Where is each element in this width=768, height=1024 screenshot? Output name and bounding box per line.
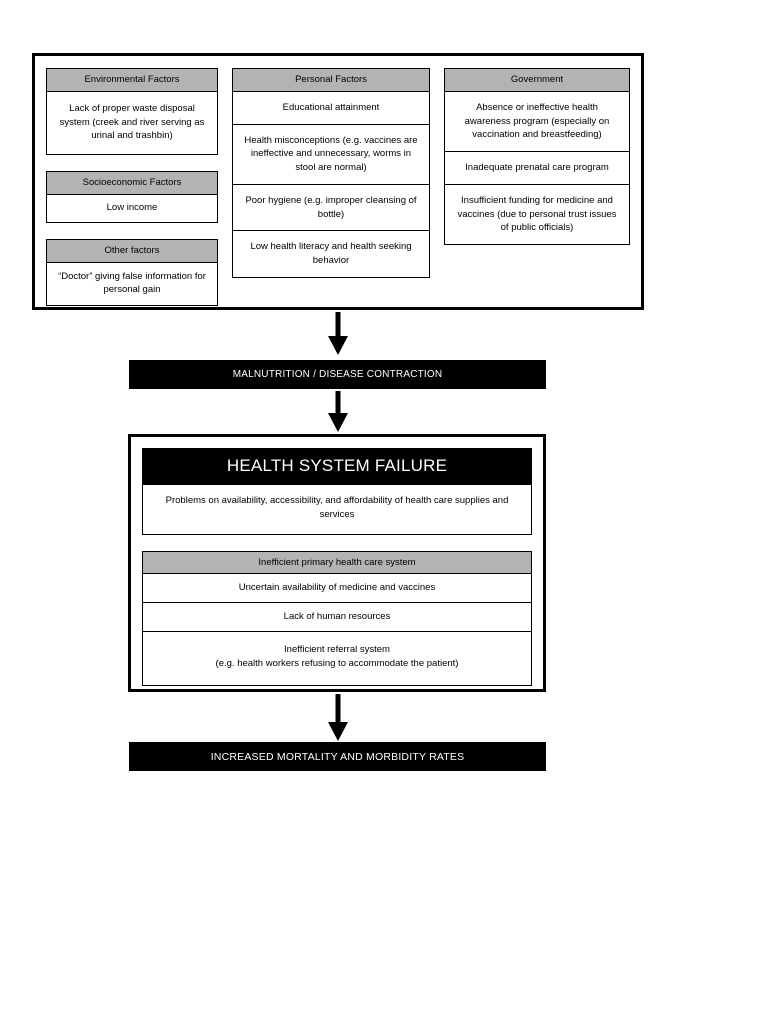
malnutrition-banner-label: MALNUTRITION / DISEASE CONTRACTION xyxy=(232,369,443,380)
arrow-malnutrition-to-health-system-icon xyxy=(325,391,351,433)
causes-container: Environmental Factors Lack of proper was… xyxy=(32,53,644,310)
hsf-item-inefficient-referral-system: Inefficient referral system (e.g. health… xyxy=(142,632,532,686)
group-header-other-factors: Other factors xyxy=(46,238,218,263)
group-header-environmental-factors: Environmental Factors xyxy=(46,68,218,92)
causes-column-left: Environmental Factors Lack of proper was… xyxy=(46,68,218,307)
causes-column-right: Government Absence or ineffective health… xyxy=(444,68,630,295)
cause-item-health-awareness-program: Absence or ineffective health awareness … xyxy=(444,91,630,153)
mortality-banner: INCREASED MORTALITY AND MORBIDITY RATES xyxy=(129,742,546,771)
hsf-item-uncertain-availability: Uncertain availability of medicine and v… xyxy=(142,573,532,603)
cause-group-other-factors: Other factors “Doctor” giving false info… xyxy=(46,238,218,307)
cause-group-personal-factors: Personal Factors Educational attainment … xyxy=(232,68,430,278)
causes-columns: Environmental Factors Lack of proper was… xyxy=(46,68,630,307)
cause-group-socioeconomic-factors: Socioeconomic Factors Low income xyxy=(46,171,218,223)
cause-group-government: Government Absence or ineffective health… xyxy=(444,68,630,246)
health-system-failure-title: HEALTH SYSTEM FAILURE xyxy=(142,448,532,485)
arrow-health-system-to-mortality-icon xyxy=(325,694,351,742)
cause-item-low-health-literacy: Low health literacy and health seeking b… xyxy=(232,231,430,278)
cause-item-educational-attainment: Educational attainment xyxy=(232,91,430,125)
group-header-socioeconomic-factors: Socioeconomic Factors xyxy=(46,171,218,196)
health-system-failure-container: HEALTH SYSTEM FAILURE Problems on availa… xyxy=(128,434,546,692)
primary-health-care-group: Inefficient primary health care system U… xyxy=(142,550,532,686)
cause-item-doctor-false-information: “Doctor” giving false information for pe… xyxy=(46,262,218,307)
cause-item-low-income: Low income xyxy=(46,195,218,223)
group-header-government: Government xyxy=(444,68,630,92)
cause-group-environmental-factors: Environmental Factors Lack of proper was… xyxy=(46,68,218,156)
cause-item-waste-disposal: Lack of proper waste disposal system (cr… xyxy=(46,91,218,156)
cause-item-prenatal-care-program: Inadequate prenatal care program xyxy=(444,152,630,185)
health-system-failure-inner: HEALTH SYSTEM FAILURE Problems on availa… xyxy=(142,448,532,686)
group-header-personal-factors: Personal Factors xyxy=(232,68,430,92)
cause-item-insufficient-funding: Insufficient funding for medicine and va… xyxy=(444,184,630,246)
cause-item-poor-hygiene: Poor hygiene (e.g. improper cleansing of… xyxy=(232,184,430,232)
health-system-failure-subtitle: Problems on availability, accessibility,… xyxy=(142,485,532,535)
mortality-banner-label: INCREASED MORTALITY AND MORBIDITY RATES xyxy=(210,750,465,763)
causes-column-middle: Personal Factors Educational attainment … xyxy=(232,68,430,295)
cause-item-health-misconceptions: Health misconceptions (e.g. vaccines are… xyxy=(232,124,430,185)
malnutrition-banner: MALNUTRITION / DISEASE CONTRACTION xyxy=(129,360,546,389)
hsf-item-lack-of-human-resources: Lack of human resources xyxy=(142,602,532,632)
arrow-causes-to-malnutrition-icon xyxy=(325,312,351,356)
group-header-inefficient-primary-health-care: Inefficient primary health care system xyxy=(142,550,532,574)
